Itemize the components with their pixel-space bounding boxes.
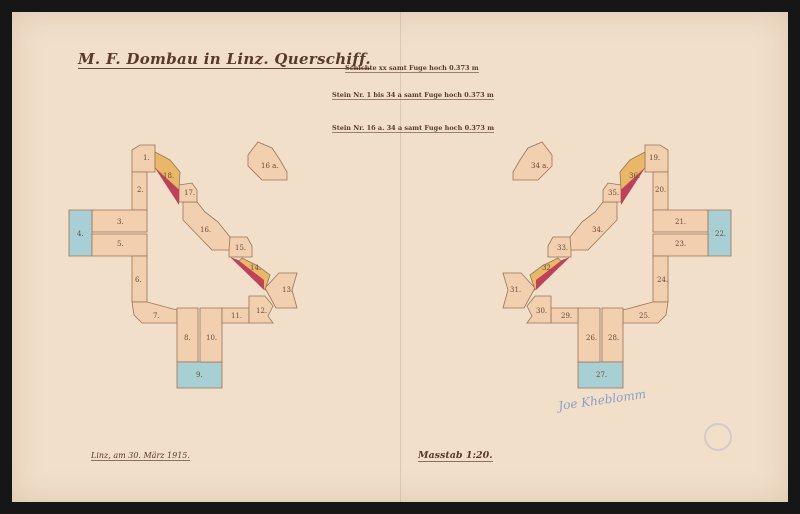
right-stone-label: 34. <box>592 226 603 234</box>
left-stone-label: 4. <box>77 230 84 238</box>
right-stone-label: 25. <box>639 312 650 320</box>
left-stone-13 <box>264 272 298 309</box>
left-joint-mark <box>230 257 264 290</box>
left-stone-label: 13. <box>282 286 293 294</box>
right-joint-mark <box>536 257 570 290</box>
left-stone-label: 16. <box>200 226 211 234</box>
left-stone-12 <box>248 295 274 324</box>
left-joint-mark <box>155 168 179 205</box>
right-joint-mark <box>621 168 645 205</box>
right-stone-label: 24. <box>657 276 668 284</box>
right-stone-label: 29. <box>561 312 572 320</box>
right-stone-label: 22. <box>715 230 726 238</box>
fold-line <box>400 12 401 502</box>
left-stone-label: 6. <box>135 276 142 284</box>
left-stone-15 <box>228 236 253 258</box>
right-stone-label: 20. <box>655 186 666 194</box>
left-stone-label: 1. <box>143 154 150 162</box>
right-stone-label: 30. <box>536 307 547 315</box>
left-stone-label: 11. <box>231 312 242 320</box>
left-stone-label: 9. <box>196 371 203 379</box>
left-stone-label: 3. <box>117 218 124 226</box>
right-stone-label: 36. <box>629 172 640 180</box>
left-stone-label: 5. <box>117 240 124 248</box>
right-stone-label: 23. <box>675 240 686 248</box>
left-stone-label: 16 a. <box>261 162 279 170</box>
scale-label: Masstab 1:20. <box>418 450 493 462</box>
right-stone-label: 26. <box>586 334 597 342</box>
left-stone-10 <box>199 307 223 363</box>
right-stone-13 <box>502 272 536 309</box>
right-stone-18 <box>619 151 646 191</box>
right-stone-label: 34 a. <box>531 162 549 170</box>
left-stone-18 <box>154 151 181 191</box>
left-stone-16 <box>182 201 231 251</box>
right-stone-label: 19. <box>649 154 660 162</box>
left-stone-19 <box>247 141 288 181</box>
stone-labels: 1. 19. 2. 20. 3. 21. 4. 22. 5. 23. 6. 24. 7. 25. 8. 28.… <box>77 154 726 379</box>
collection-stamp <box>704 423 732 451</box>
left-plan <box>68 141 298 389</box>
right-stone-label: 33. <box>557 244 568 252</box>
date-line: Linz, am 30. März 1915. <box>91 451 190 461</box>
left-stone-label: 17. <box>184 189 195 197</box>
left-stone-label: 7. <box>153 312 160 320</box>
right-stone-16 <box>569 201 618 251</box>
left-stone-label: 18. <box>163 172 174 180</box>
left-stone-label: 14. <box>250 264 261 272</box>
right-stone-label: 21. <box>675 218 686 226</box>
note-line-1: Schichte xx samt Fuge hoch 0.373 m <box>345 64 479 73</box>
right-stone-12 <box>526 295 552 324</box>
right-stone-19 <box>512 141 553 181</box>
left-stone-label: 10. <box>206 334 217 342</box>
left-stone-label: 8. <box>184 334 191 342</box>
right-stone-label: 27. <box>596 371 607 379</box>
left-stone-label: 12. <box>256 307 267 315</box>
right-stone-label: 31. <box>510 286 521 294</box>
drawing-title: M. F. Dombau in Linz. Querschiff. <box>78 50 371 69</box>
right-stone-15 <box>547 236 572 258</box>
left-stone-label: 2. <box>137 186 144 194</box>
right-plan <box>502 141 732 389</box>
right-stone-10 <box>577 307 601 363</box>
note-line-3: Stein Nr. 16 a. 34 a samt Fuge hoch 0.37… <box>332 124 495 133</box>
note-line-2: Stein Nr. 1 bis 34 a samt Fuge hoch 0.37… <box>332 91 494 100</box>
left-stone-label: 15. <box>235 244 246 252</box>
right-stone-label: 28. <box>608 334 619 342</box>
right-stone-label: 32. <box>542 264 553 272</box>
right-stone-label: 35. <box>608 189 619 197</box>
